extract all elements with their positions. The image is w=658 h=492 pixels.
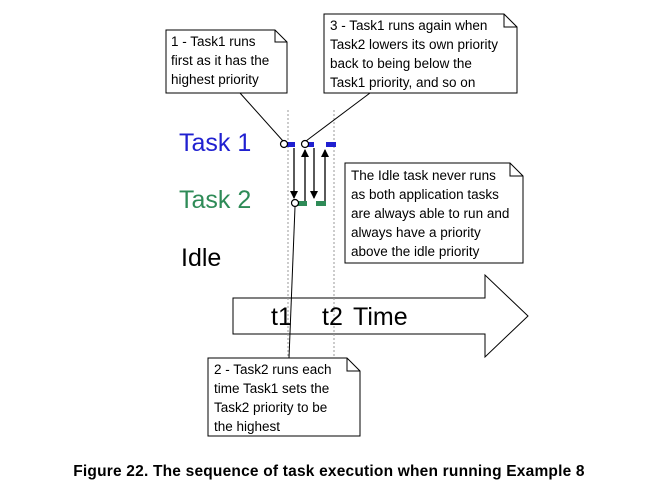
note3-leader-line (305, 92, 371, 142)
task1-run-bar (285, 142, 295, 147)
task1-label: Task 1 (179, 129, 251, 157)
task2-label: Task 2 (179, 186, 251, 214)
task2-run-bar (316, 201, 326, 206)
note2-line: time Task1 sets the (214, 381, 329, 396)
note4-line: The Idle task never runs (351, 168, 496, 183)
note2-line: Task2 priority to be (214, 400, 327, 415)
figure-caption: Figure 22. The sequence of task executio… (73, 463, 585, 480)
note3-line: Task1 priority, and so on (330, 75, 475, 90)
t1-label: t1 (271, 303, 292, 331)
task1-resume-marker (300, 139, 310, 149)
idle-label: Idle (181, 244, 221, 272)
t2-label: t2 (322, 303, 343, 331)
note1-line: 1 - Task1 runs (171, 34, 256, 49)
note2-callout: 2 - Task2 runs each time Task1 sets the … (207, 357, 361, 437)
task1-start-marker (279, 139, 289, 149)
note4-line: as both application tasks (351, 187, 499, 202)
note4-line: always have a priority (351, 225, 481, 240)
note3-callout: 3 - Task1 runs again when Task2 lowers i… (323, 13, 518, 94)
note1-line: highest priority (171, 72, 259, 87)
note4-line: above the idle priority (351, 244, 480, 259)
time-label: Time (353, 303, 408, 331)
note1-line: first as it has the (171, 53, 269, 68)
note2-line: 2 - Task2 runs each (214, 362, 332, 377)
note2-leader-line (288, 206, 296, 359)
task2-run-bar (297, 201, 307, 206)
note1-leader-line (239, 92, 284, 142)
note3-line: back to being below the (330, 56, 472, 71)
task1-run-bar (326, 142, 336, 147)
note4-line: are always able to run and (351, 206, 509, 221)
note3-line: Task2 lowers its own priority (330, 37, 498, 52)
note4-callout: The Idle task never runs as both applica… (344, 162, 524, 264)
note1-callout: 1 - Task1 runs first as it has the highe… (165, 29, 288, 94)
time-arrow (232, 273, 529, 359)
note2-line: the highest (214, 419, 280, 434)
task2-start-marker (290, 198, 300, 208)
note3-line: 3 - Task1 runs again when (330, 18, 487, 33)
